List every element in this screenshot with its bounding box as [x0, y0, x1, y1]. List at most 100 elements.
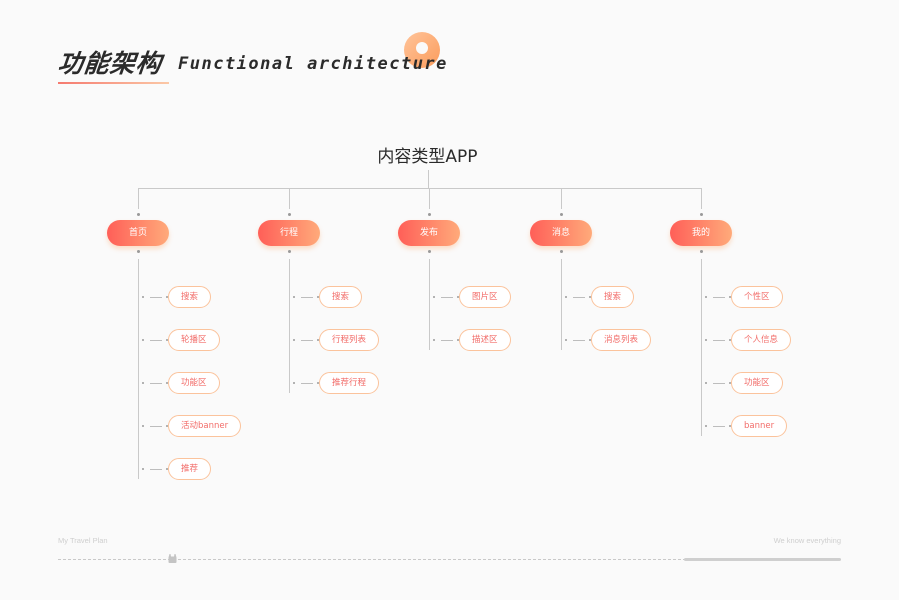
connector-dot	[705, 425, 707, 427]
leaf-connector	[565, 296, 593, 299]
connector-dot	[560, 213, 563, 216]
child-stem-line	[429, 259, 430, 350]
footer-progress-track	[58, 559, 841, 560]
connector-line	[713, 339, 725, 341]
connector-dot	[166, 382, 168, 384]
connector-line	[150, 339, 162, 341]
connector-dot	[589, 339, 591, 341]
category-node-3[interactable]: 消息	[530, 220, 592, 246]
category-drop-line	[289, 188, 290, 209]
leaf-node[interactable]: 行程列表	[319, 329, 380, 351]
connector-dot	[729, 339, 731, 341]
connector-dot	[700, 213, 703, 216]
leaf-node[interactable]: 个人信息	[731, 329, 792, 351]
category-node-0[interactable]: 首页	[107, 220, 169, 246]
connector-line	[150, 382, 162, 384]
leaf-connector	[565, 339, 593, 342]
footer-left-text: My Travel Plan	[58, 536, 108, 545]
connector-line	[713, 425, 725, 427]
connector-dot	[293, 382, 295, 384]
connector-dot	[565, 296, 567, 298]
connector-line	[150, 296, 162, 298]
category-drop-line	[138, 188, 139, 209]
connector-line	[441, 339, 453, 341]
leaf-connector	[142, 382, 170, 385]
leaf-node[interactable]: 轮播区	[168, 329, 220, 351]
category-node-1[interactable]: 行程	[258, 220, 320, 246]
leaf-connector	[293, 339, 321, 342]
category-drop-line	[429, 188, 430, 209]
connector-dot	[142, 468, 144, 470]
leaf-node[interactable]: 搜索	[591, 286, 635, 308]
connector-dot	[428, 213, 431, 216]
page-title-cn: 功能架构	[56, 49, 164, 78]
leaf-node[interactable]: 描述区	[459, 329, 511, 351]
connector-dot	[705, 296, 707, 298]
leaf-node[interactable]: 个性区	[731, 286, 783, 308]
connector-dot	[565, 339, 567, 341]
leaf-node[interactable]: 搜索	[168, 286, 212, 308]
connector-dot	[166, 296, 168, 298]
connector-dot	[317, 382, 319, 384]
footer-right-text: We know everything	[773, 536, 841, 545]
connector-line	[573, 339, 585, 341]
connector-dot	[317, 339, 319, 341]
connector-dot	[729, 425, 731, 427]
leaf-connector	[142, 468, 170, 471]
connector-dot	[166, 425, 168, 427]
category-node-4[interactable]: 我的	[670, 220, 732, 246]
connector-dot	[142, 339, 144, 341]
category-drop-line	[561, 188, 562, 209]
connector-dot	[729, 296, 731, 298]
leaf-connector	[293, 382, 321, 385]
category-drop-line	[701, 188, 702, 209]
connector-dot	[428, 250, 431, 253]
leaf-connector	[142, 296, 170, 299]
connector-dot	[705, 382, 707, 384]
connector-dot	[166, 339, 168, 341]
connector-dot	[142, 425, 144, 427]
leaf-connector	[705, 339, 733, 342]
category-node-2[interactable]: 发布	[398, 220, 460, 246]
connector-line	[713, 296, 725, 298]
title-underline	[58, 82, 169, 84]
bunny-marker-icon	[168, 554, 177, 563]
leaf-connector	[433, 296, 461, 299]
root-node: 内容类型APP	[377, 147, 478, 167]
leaf-connector	[705, 382, 733, 385]
connector-dot	[142, 296, 144, 298]
connector-dot	[705, 339, 707, 341]
connector-line	[150, 468, 162, 470]
child-stem-line	[561, 259, 562, 350]
leaf-node[interactable]: banner	[731, 415, 788, 437]
leaf-node[interactable]: 功能区	[168, 372, 220, 394]
leaf-node[interactable]: 活动banner	[168, 415, 242, 437]
leaf-node[interactable]: 图片区	[459, 286, 511, 308]
leaf-node[interactable]: 搜索	[319, 286, 363, 308]
connector-line	[573, 296, 585, 298]
leaf-connector	[705, 425, 733, 428]
leaf-node[interactable]: 推荐	[168, 458, 212, 480]
page-title-en: Functional architecture	[178, 54, 448, 74]
child-stem-line	[289, 259, 290, 393]
child-stem-line	[701, 259, 702, 436]
child-stem-line	[138, 259, 139, 479]
connector-line	[441, 296, 453, 298]
connector-dot	[560, 250, 563, 253]
connector-dot	[433, 296, 435, 298]
leaf-connector	[433, 339, 461, 342]
connector-dot	[700, 250, 703, 253]
bus-line	[138, 188, 702, 189]
leaf-node[interactable]: 消息列表	[591, 329, 652, 351]
leaf-node[interactable]: 推荐行程	[319, 372, 380, 394]
connector-dot	[293, 296, 295, 298]
leaf-node[interactable]: 功能区	[731, 372, 783, 394]
connector-dot	[317, 296, 319, 298]
leaf-connector	[142, 339, 170, 342]
footer-progress-fill	[684, 558, 841, 561]
leaf-connector	[293, 296, 321, 299]
decorative-ring-icon	[404, 32, 440, 68]
root-stem-line	[428, 170, 429, 188]
connector-dot	[433, 339, 435, 341]
